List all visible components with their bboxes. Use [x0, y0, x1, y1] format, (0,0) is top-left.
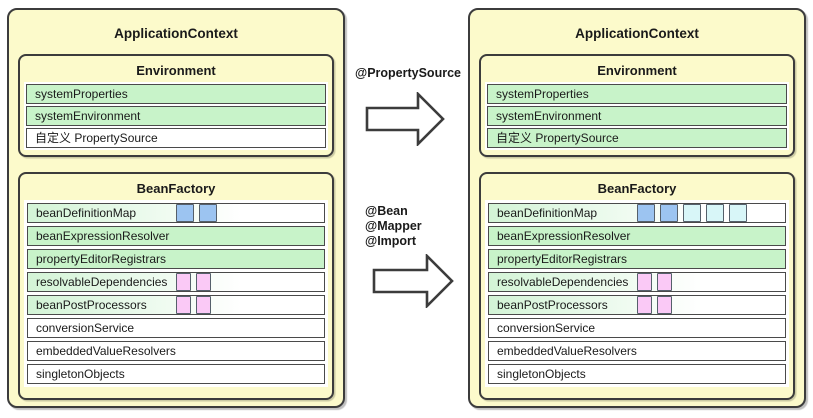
environment-title: Environment: [597, 63, 677, 78]
cyan-bean-square-icon: [729, 204, 747, 222]
pink-bean-square-icon: [657, 296, 672, 314]
row-label: propertyEditorRegistrars: [36, 252, 167, 266]
pink-bean-square-icon: [637, 273, 652, 291]
application-context-box-right: ApplicationContext Environment systemPro…: [468, 8, 806, 408]
row-label: singletonObjects: [36, 367, 125, 381]
beanfactory-box: BeanFactory beanDefinitionMap beanExpress…: [18, 172, 334, 400]
pink-bean-square-icon: [176, 296, 191, 314]
bean-annotation-line: @Bean: [365, 204, 408, 218]
import-annotation-line: @Import: [365, 234, 417, 248]
property-source-annotation: @PropertySource: [355, 66, 461, 80]
environment-box: Environment systemProperties systemEnviro…: [18, 54, 334, 157]
row-embeddedValueResolvers: embeddedValueResolvers: [27, 341, 325, 361]
row-label: conversionService: [497, 321, 596, 335]
rows-panel: systemProperties systemEnvironment 自定义 Pro…: [485, 82, 789, 150]
application-context-box-left: ApplicationContext Environment systemPro…: [7, 8, 345, 408]
pink-bean-square-icon: [637, 296, 652, 314]
row-beanPostProcessors: beanPostProcessors: [27, 295, 325, 315]
row-label: 自定义 PropertySource: [496, 131, 619, 145]
row-beanDefinitionMap: beanDefinitionMap: [27, 203, 325, 223]
row-label: resolvableDependencies: [36, 275, 168, 289]
row-embeddedValueResolvers: embeddedValueResolvers: [488, 341, 786, 361]
row-resolvableDependencies: resolvableDependencies: [488, 272, 786, 292]
row-label: embeddedValueResolvers: [36, 344, 176, 358]
row-label: beanDefinitionMap: [497, 206, 598, 220]
row-label: beanExpressionResolver: [36, 229, 170, 243]
beanfactory-title: BeanFactory: [597, 181, 677, 196]
rows-panel: systemProperties systemEnvironment 自定义 Pro…: [24, 82, 328, 150]
cyan-bean-square-icon: [683, 204, 701, 222]
row-propertyEditorRegistrars: propertyEditorRegistrars: [27, 249, 325, 269]
row-systemEnvironment: systemEnvironment: [487, 106, 787, 126]
context-title: ApplicationContext: [575, 26, 699, 41]
context-title: ApplicationContext: [114, 26, 238, 41]
row-label: resolvableDependencies: [497, 275, 629, 289]
row-resolvableDependencies: resolvableDependencies: [27, 272, 325, 292]
row-label: beanExpressionResolver: [497, 229, 631, 243]
row-systemProperties: systemProperties: [26, 84, 326, 104]
row-singletonObjects: singletonObjects: [27, 364, 325, 384]
row-label: beanPostProcessors: [36, 298, 147, 312]
row-label: systemProperties: [496, 87, 589, 101]
row-beanPostProcessors: beanPostProcessors: [488, 295, 786, 315]
pink-bean-square-icon: [176, 273, 191, 291]
pink-bean-square-icon: [196, 273, 211, 291]
row-label: beanPostProcessors: [497, 298, 608, 312]
rows-panel: beanDefinitionMap beanExpressionResolver p…: [24, 200, 328, 387]
row-propertyEditorRegistrars: propertyEditorRegistrars: [488, 249, 786, 269]
blue-bean-square-icon: [637, 204, 655, 222]
beanfactory-box: BeanFactory beanDefinitionMap beanExpress…: [479, 172, 795, 400]
blue-bean-square-icon: [176, 204, 194, 222]
right-block-arrow-icon: [372, 254, 454, 308]
row--PropertySource: 自定义 PropertySource: [26, 128, 326, 148]
row-conversionService: conversionService: [27, 318, 325, 338]
row-label: systemEnvironment: [35, 109, 141, 123]
row-label: 自定义 PropertySource: [35, 131, 158, 145]
row-label: conversionService: [36, 321, 135, 335]
bean-squares: [176, 273, 211, 291]
bean-squares: [176, 296, 211, 314]
bean-squares: [637, 296, 672, 314]
row-beanDefinitionMap: beanDefinitionMap: [488, 203, 786, 223]
row-beanExpressionResolver: beanExpressionResolver: [488, 226, 786, 246]
row-label: propertyEditorRegistrars: [497, 252, 628, 266]
cyan-bean-square-icon: [706, 204, 724, 222]
row--PropertySource: 自定义 PropertySource: [487, 128, 787, 148]
blue-bean-square-icon: [660, 204, 678, 222]
mapper-annotation-line: @Mapper: [365, 219, 422, 233]
row-conversionService: conversionService: [488, 318, 786, 338]
row-label: systemProperties: [35, 87, 128, 101]
row-label: beanDefinitionMap: [36, 206, 137, 220]
rows-panel: beanDefinitionMap beanExpressionResolver p…: [485, 200, 789, 387]
right-block-arrow-icon: [365, 92, 445, 146]
environment-box: Environment systemProperties systemEnviro…: [479, 54, 795, 157]
row-label: systemEnvironment: [496, 109, 602, 123]
row-label: embeddedValueResolvers: [497, 344, 637, 358]
pink-bean-square-icon: [196, 296, 211, 314]
bean-squares: [637, 204, 747, 222]
row-label: singletonObjects: [497, 367, 586, 381]
row-beanExpressionResolver: beanExpressionResolver: [27, 226, 325, 246]
bean-annotations: @Bean @Mapper @Import: [365, 204, 422, 249]
row-systemEnvironment: systemEnvironment: [26, 106, 326, 126]
row-singletonObjects: singletonObjects: [488, 364, 786, 384]
bean-squares: [176, 204, 217, 222]
row-systemProperties: systemProperties: [487, 84, 787, 104]
blue-bean-square-icon: [199, 204, 217, 222]
environment-title: Environment: [136, 63, 216, 78]
beanfactory-title: BeanFactory: [136, 181, 216, 196]
bean-squares: [637, 273, 672, 291]
pink-bean-square-icon: [657, 273, 672, 291]
